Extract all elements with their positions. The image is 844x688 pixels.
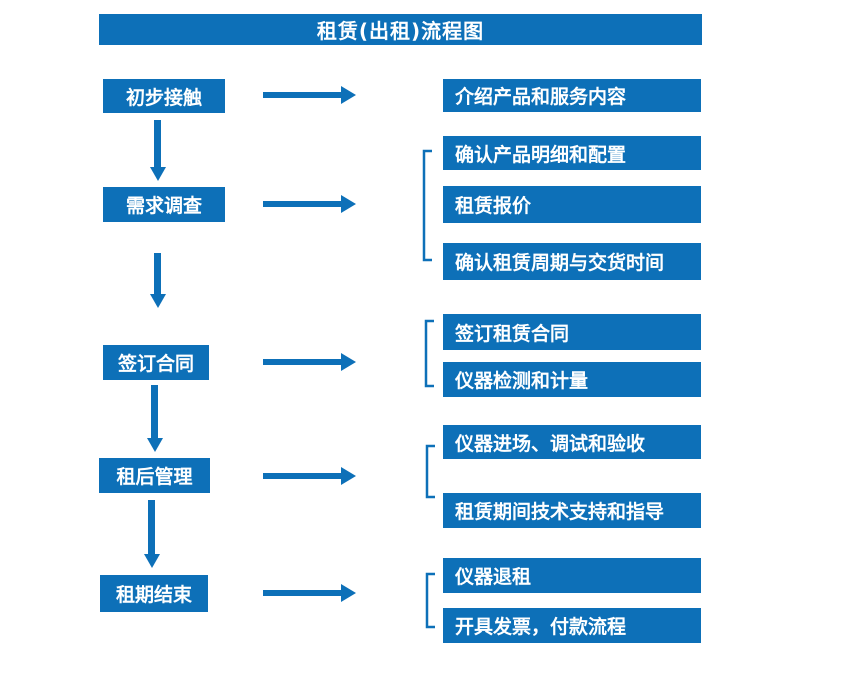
down-arrow-1	[150, 120, 166, 181]
group-bracket-sign-contract	[424, 319, 434, 388]
detail-box-rental-quote: 租赁报价	[443, 186, 701, 223]
down-arrow-3	[147, 385, 163, 452]
step-box-demand-survey: 需求调查	[103, 187, 225, 222]
right-arrow-4	[263, 467, 356, 485]
right-arrow-1	[263, 86, 356, 104]
right-arrow-3	[263, 353, 356, 371]
right-arrow-2	[263, 195, 356, 213]
detail-box-invoice-payment: 开具发票，付款流程	[443, 608, 701, 643]
detail-box-tech-support: 租赁期间技术支持和指导	[443, 493, 701, 528]
group-bracket-rental-end	[425, 572, 435, 629]
flowchart-title: 租赁(出租)流程图	[99, 14, 702, 45]
detail-box-intro-products: 介绍产品和服务内容	[443, 79, 701, 112]
right-arrow-5	[263, 584, 356, 602]
detail-box-instrument-testing: 仪器检测和计量	[443, 362, 701, 397]
detail-box-sign-rental-contract: 签订租赁合同	[443, 314, 701, 350]
detail-box-confirm-config: 确认产品明细和配置	[443, 136, 701, 170]
step-box-rental-end: 租期结束	[100, 575, 208, 612]
down-arrow-2	[150, 253, 166, 308]
step-box-initial-contact: 初步接触	[103, 79, 225, 113]
group-bracket-demand-survey	[422, 149, 432, 262]
detail-box-confirm-period: 确认租赁周期与交货时间	[443, 243, 701, 280]
down-arrow-4	[144, 500, 160, 568]
group-bracket-post-rental	[425, 444, 435, 499]
detail-box-instrument-setup: 仪器进场、调试和验收	[443, 425, 701, 459]
detail-box-instrument-return: 仪器退租	[443, 558, 701, 593]
step-box-sign-contract: 签订合同	[103, 345, 209, 380]
step-box-post-rental-mgmt: 租后管理	[99, 458, 210, 493]
